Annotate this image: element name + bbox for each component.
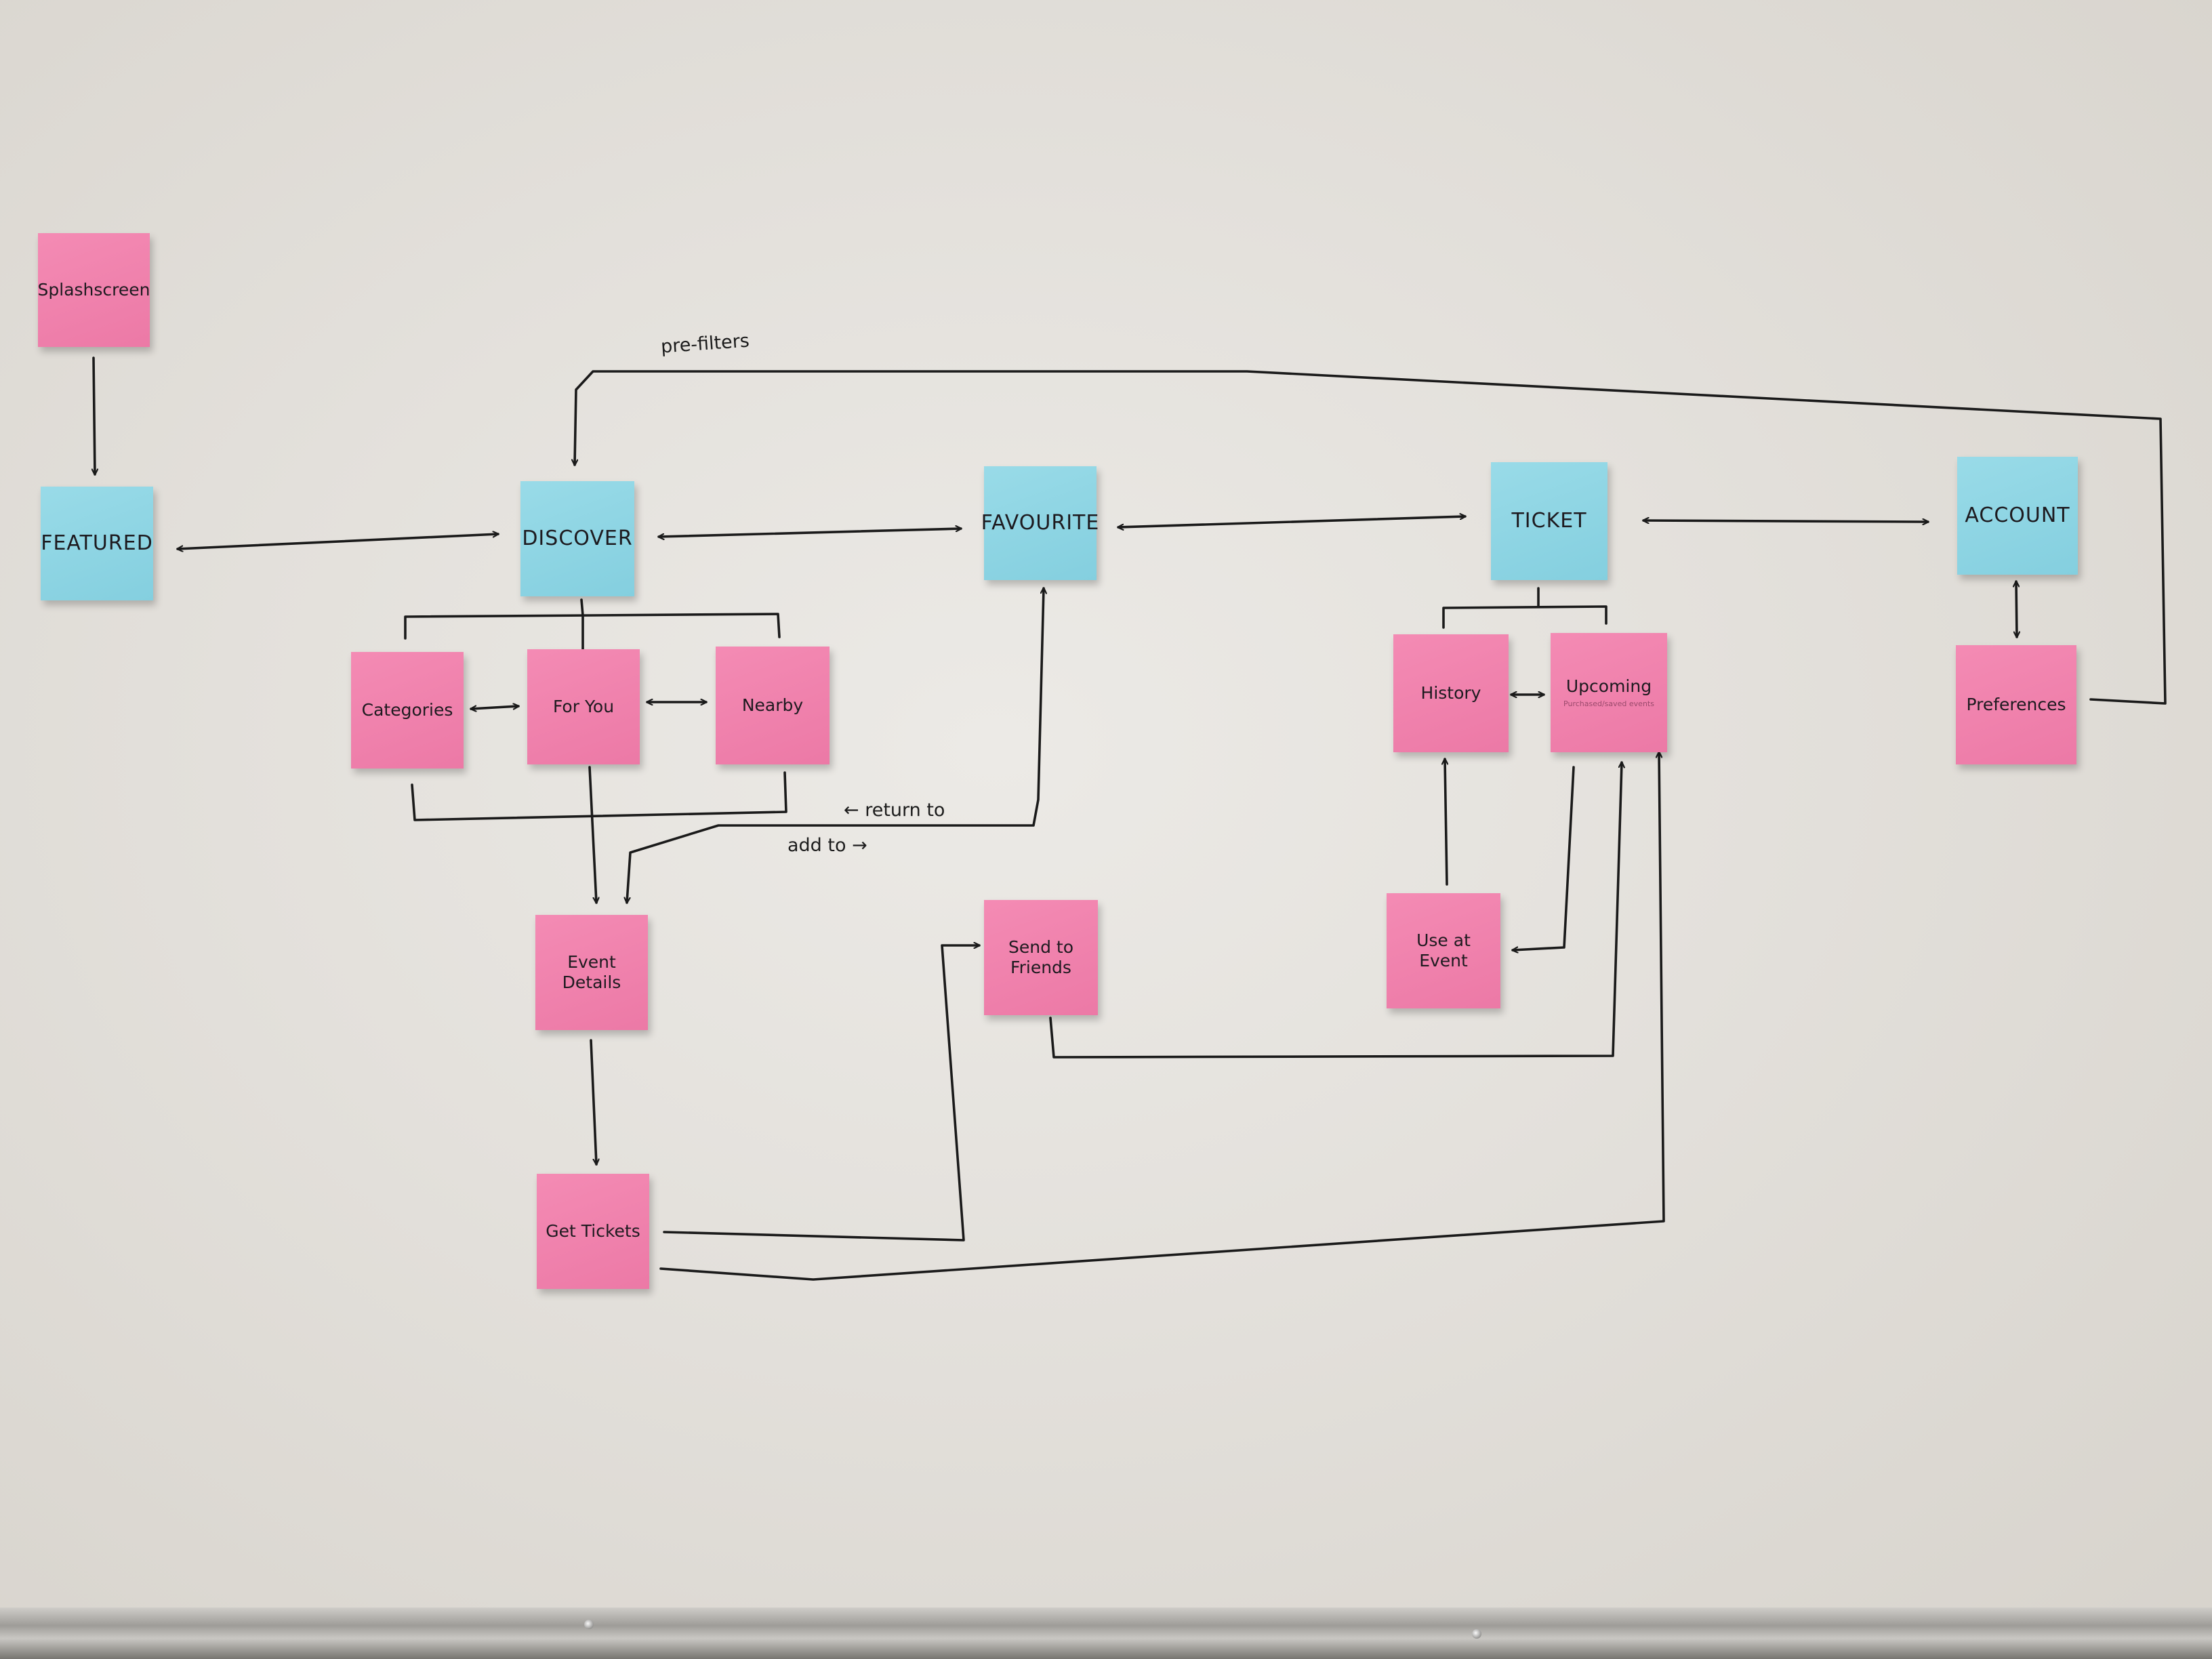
note-send-to-friends[interactable]: Send to Friends — [984, 900, 1098, 1015]
note-get-tickets-label: Get Tickets — [546, 1221, 640, 1241]
annotation-return-to: ← return to — [844, 800, 945, 821]
note-account[interactable]: ACCOUNT — [1957, 457, 2078, 575]
note-history[interactable]: History — [1393, 634, 1509, 752]
arrow-eventdetails-gettickets — [590, 1039, 596, 1164]
arrow-useatevent-history — [1445, 758, 1447, 886]
note-use-at-event[interactable]: Use at Event — [1387, 893, 1500, 1008]
note-send-to-friends-label: Send to Friends — [1008, 937, 1073, 977]
bracket-ticket — [1442, 587, 1607, 629]
note-discover[interactable]: DISCOVER — [520, 481, 634, 596]
note-discover-label: DISCOVER — [522, 527, 633, 550]
arrow-gettickets-upcoming — [659, 751, 1665, 1281]
arrow-discover-favourite — [659, 529, 961, 537]
note-nearby[interactable]: Nearby — [716, 647, 830, 764]
arrow-account-preferences — [2016, 580, 2017, 638]
arrow-eventdetails-favourite — [627, 587, 1044, 903]
note-event-details[interactable]: Event Details — [535, 915, 648, 1030]
tray-screw-right — [1472, 1629, 1481, 1639]
note-ticket-label: TICKET — [1511, 509, 1587, 533]
arrow-ticket-account — [1642, 520, 1929, 522]
arrow-foryou-eventdetails — [588, 766, 596, 903]
note-preferences[interactable]: Preferences — [1956, 645, 2076, 764]
note-featured-label: FEATURED — [41, 531, 153, 555]
bracket-discover — [404, 598, 781, 652]
arrow-sendtofriends-upcoming — [1049, 762, 1622, 1059]
note-categories[interactable]: Categories — [351, 652, 464, 769]
note-upcoming-sub: Purchased/saved events — [1563, 699, 1654, 709]
whiteboard-tray — [0, 1607, 2212, 1659]
note-favourite-label: FAVOURITE — [981, 511, 1100, 535]
note-splashscreen[interactable]: Splashscreen — [38, 233, 150, 347]
note-categories-label: Categories — [361, 700, 453, 720]
note-featured[interactable]: FEATURED — [41, 487, 153, 600]
note-for-you-label: For You — [552, 697, 615, 716]
note-event-details-label: Event Details — [562, 952, 621, 992]
arrow-prefilters — [575, 370, 2167, 705]
note-use-at-event-label: Use at Event — [1416, 930, 1471, 970]
note-upcoming-label: Upcoming — [1565, 676, 1652, 697]
arrow-splash-featured — [94, 356, 95, 476]
note-favourite[interactable]: FAVOURITE — [981, 466, 1100, 580]
note-nearby-label: Nearby — [741, 695, 804, 715]
tray-screw-left — [584, 1620, 594, 1629]
note-preferences-label: Preferences — [1966, 695, 2066, 714]
arrow-favourite-ticket — [1118, 516, 1465, 527]
note-upcoming[interactable]: Upcoming Purchased/saved events — [1551, 633, 1667, 752]
note-get-tickets[interactable]: Get Tickets — [537, 1174, 649, 1289]
annotation-add-to: add to → — [787, 835, 867, 856]
note-splashscreen-label: Splashscreen — [37, 280, 150, 300]
arrow-featured-discover — [178, 534, 498, 549]
note-for-you[interactable]: For You — [527, 649, 640, 764]
note-account-label: ACCOUNT — [1965, 504, 2070, 527]
arrow-categories-foryou — [471, 706, 518, 709]
arrow-gettickets-sendtofriends — [663, 945, 981, 1242]
arrow-upcoming-useatevent — [1513, 766, 1575, 950]
bracket-subtabs-bottom — [411, 771, 787, 821]
note-ticket[interactable]: TICKET — [1491, 462, 1607, 580]
note-history-label: History — [1420, 683, 1481, 703]
